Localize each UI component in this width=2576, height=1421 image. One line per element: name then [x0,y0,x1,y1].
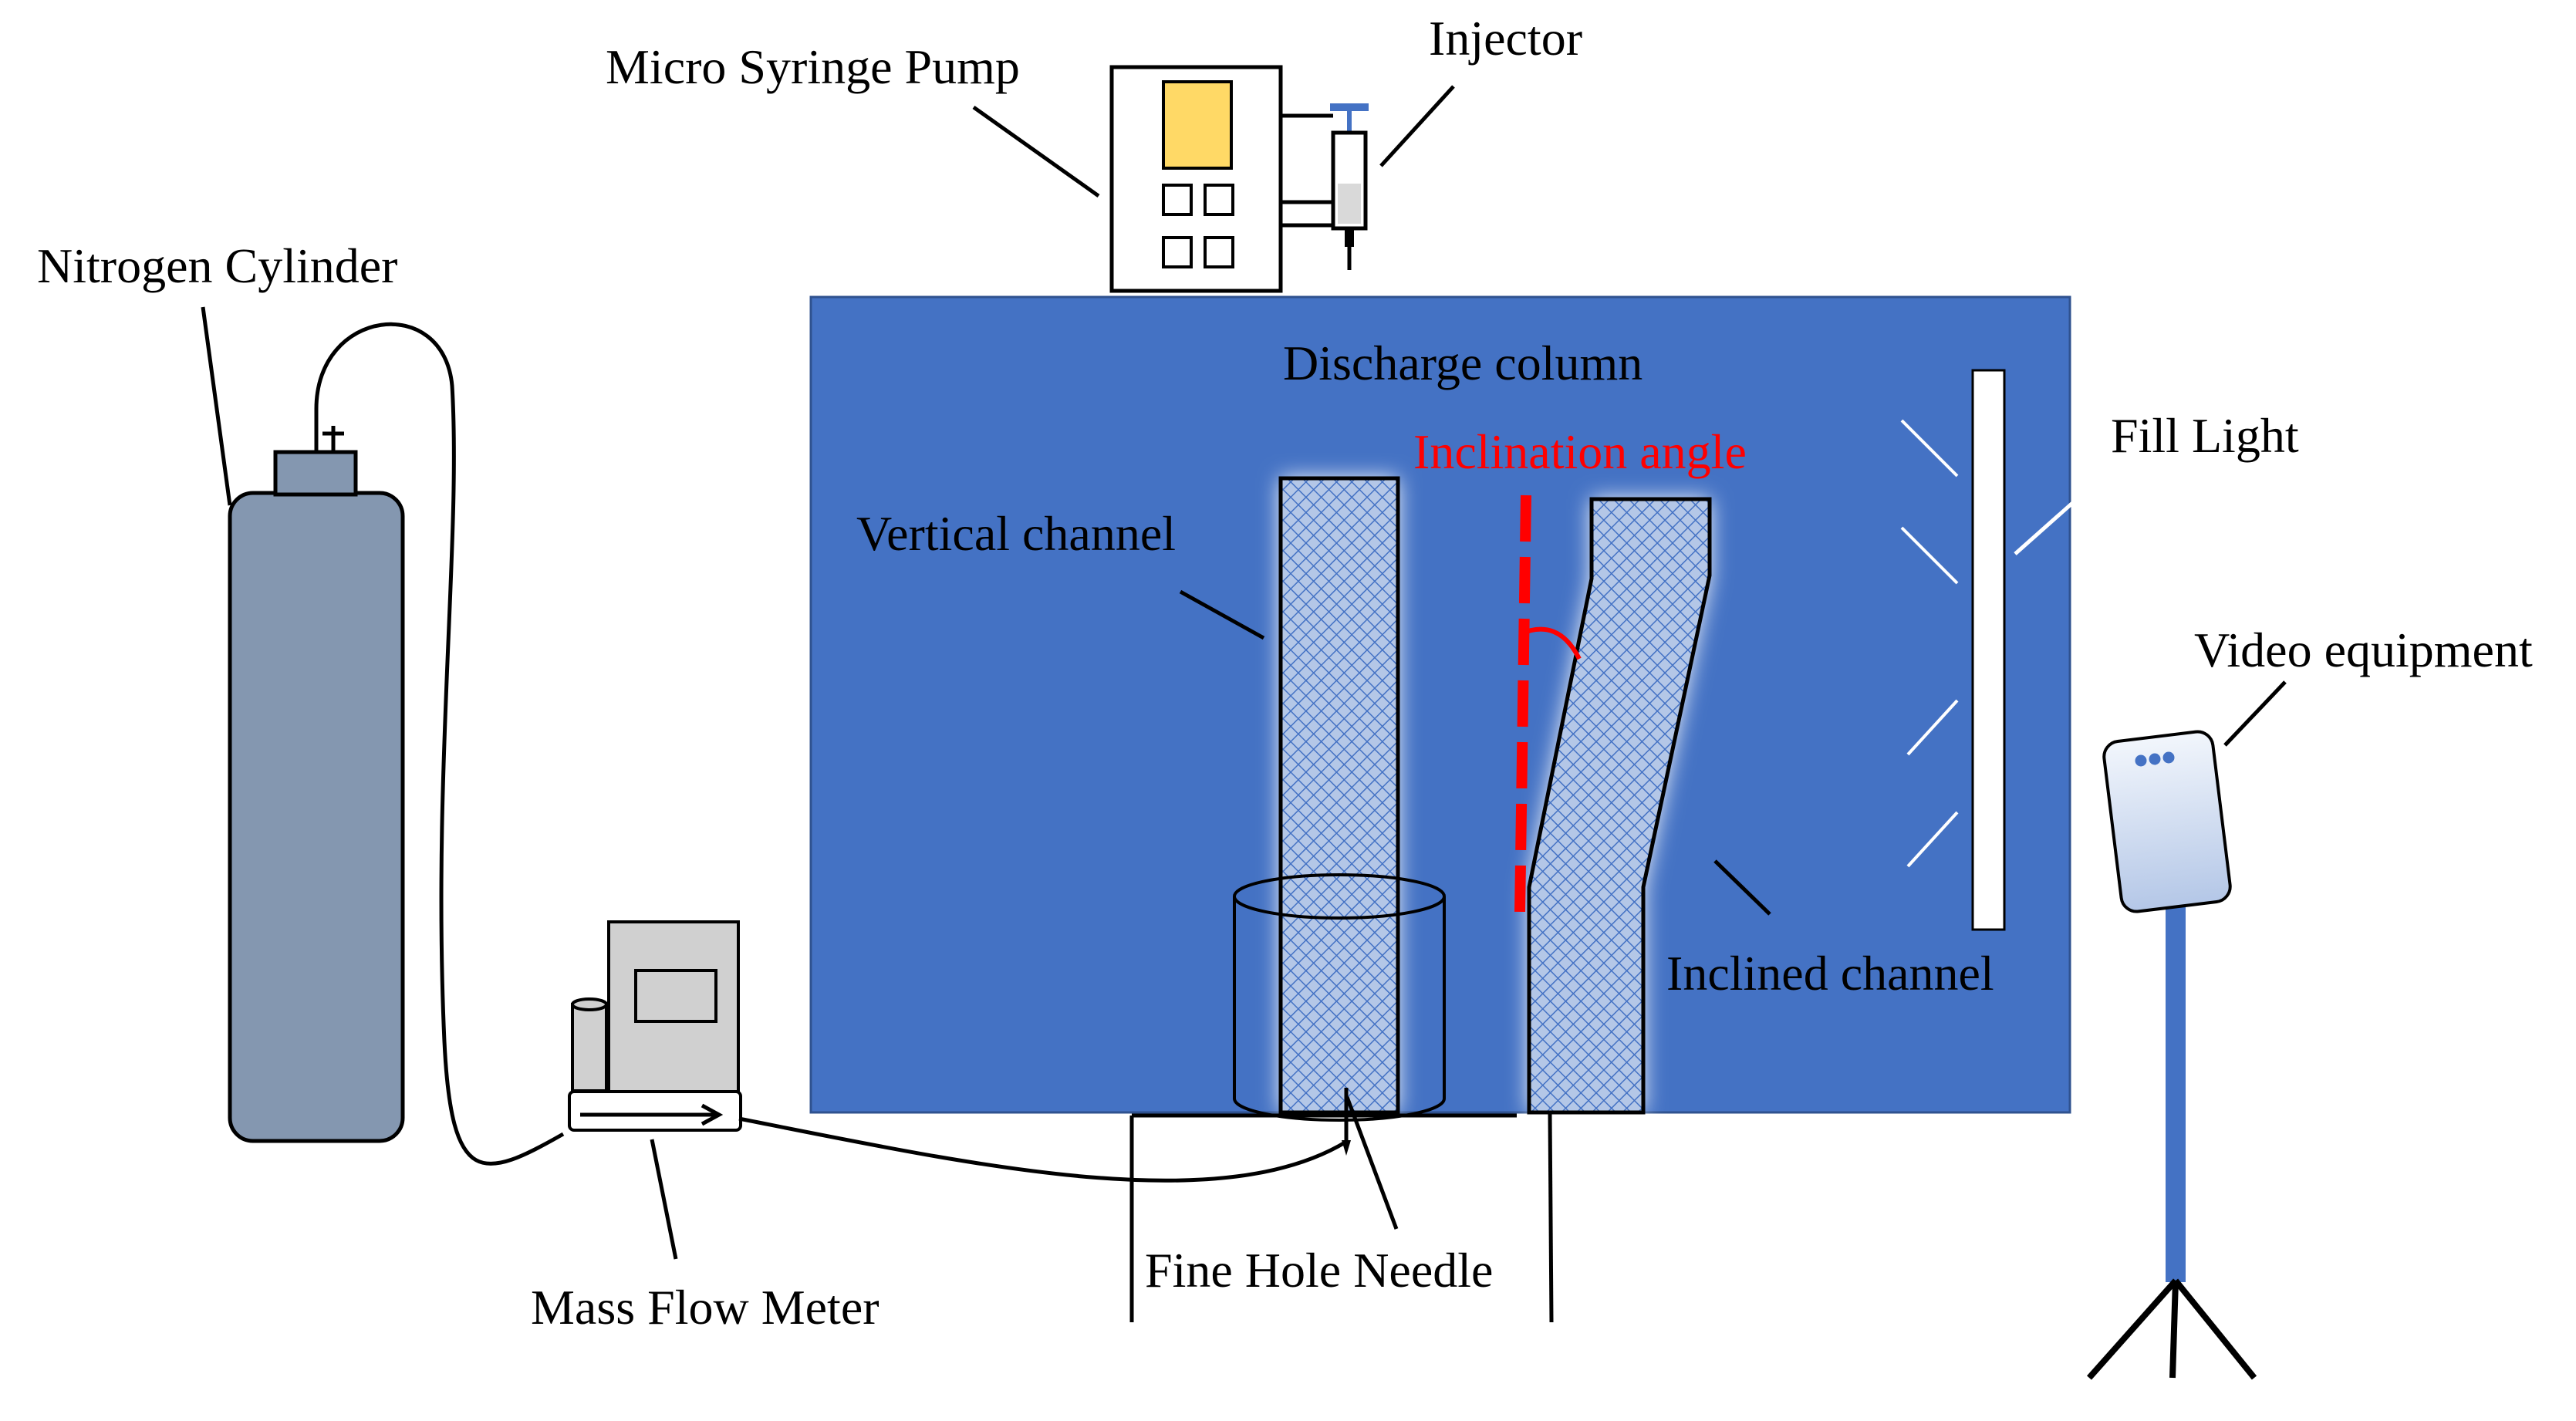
label-micro-syringe-pump: Micro Syringe Pump [606,39,1020,94]
label-fine-hole-needle: Fine Hole Needle [1145,1243,1493,1298]
pump-key [1162,236,1193,268]
camera-lens [2162,751,2175,764]
syringe-pump-icon [1109,65,1333,293]
leader-lines [201,85,2287,1260]
label-vertical-channel: Vertical channel [856,506,1176,561]
camera-lens [2149,753,2161,765]
support-right [1548,1113,1554,1323]
fill-light-icon [1900,369,2006,931]
pump-key [1204,184,1234,216]
camera-lens [2135,754,2147,767]
pump-key [1204,236,1234,268]
label-inclination-angle: Inclination angle [1413,424,1747,479]
label-injector: Injector [1429,11,1582,66]
beaker [1233,873,1446,1122]
pump-screen [1162,80,1233,170]
pump-key [1162,184,1193,216]
flow-meter-icon [568,920,742,1132]
label-discharge-column: Discharge column [1283,336,1642,390]
label-nitrogen-cylinder: Nitrogen Cylinder [37,238,397,293]
camera-icon [2087,730,2257,1380]
gas-cylinder-icon [228,426,405,1143]
gas-line-to-needle [738,1116,1348,1183]
inclined-channel [1527,497,1712,1115]
label-inclined-channel: Inclined channel [1666,946,1994,1001]
label-mass-flow-meter: Mass Flow Meter [531,1280,879,1335]
syringe-icon [1330,103,1369,270]
label-fill-light: Fill Light [2111,408,2299,463]
vertical-channel [1278,476,1400,1115]
injector-plunger [1330,103,1369,111]
inclination-angle-marker [1514,494,1582,914]
discharge-column-tank [809,295,2071,1114]
gas-tube [314,322,565,1166]
label-video-equipment: Video equipment [2194,623,2533,677]
